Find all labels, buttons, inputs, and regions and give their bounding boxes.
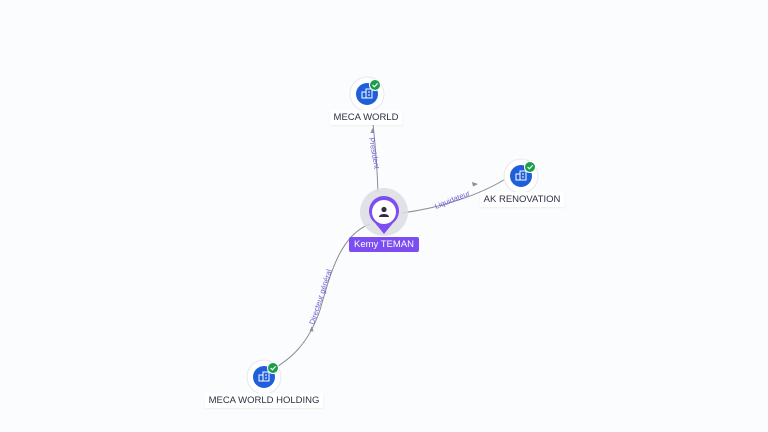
check-icon [369, 79, 381, 91]
company-label-ak-renovation[interactable]: AK RENOVATION [479, 192, 565, 207]
company-node-meca-world-holding[interactable] [246, 359, 282, 395]
company-label-meca-world-holding[interactable]: MECA WORLD HOLDING [204, 393, 324, 408]
building-icon [258, 371, 270, 382]
person-node[interactable] [360, 188, 408, 236]
edge-label-directeur-general: Directeur général [307, 268, 333, 326]
building-icon [361, 88, 373, 99]
arrow-directeur-general [309, 326, 314, 332]
edge-label-president: President [367, 137, 382, 171]
arrow-president [370, 128, 375, 133]
edge-directeur-general [267, 223, 371, 373]
person-label[interactable]: Kemy TEMAN [348, 237, 420, 252]
user-icon [379, 206, 389, 217]
company-label-meca-world[interactable]: MECA WORLD [329, 110, 403, 125]
check-icon [267, 362, 279, 374]
edge-label-liquidateur: Liquidateur [433, 188, 471, 210]
building-icon [515, 170, 527, 181]
edge-liquidateur [401, 177, 508, 214]
company-node-meca-world[interactable] [349, 76, 385, 112]
company-node-ak-renovation[interactable] [503, 158, 539, 194]
check-icon [524, 161, 536, 173]
arrow-liquidateur [472, 182, 478, 187]
